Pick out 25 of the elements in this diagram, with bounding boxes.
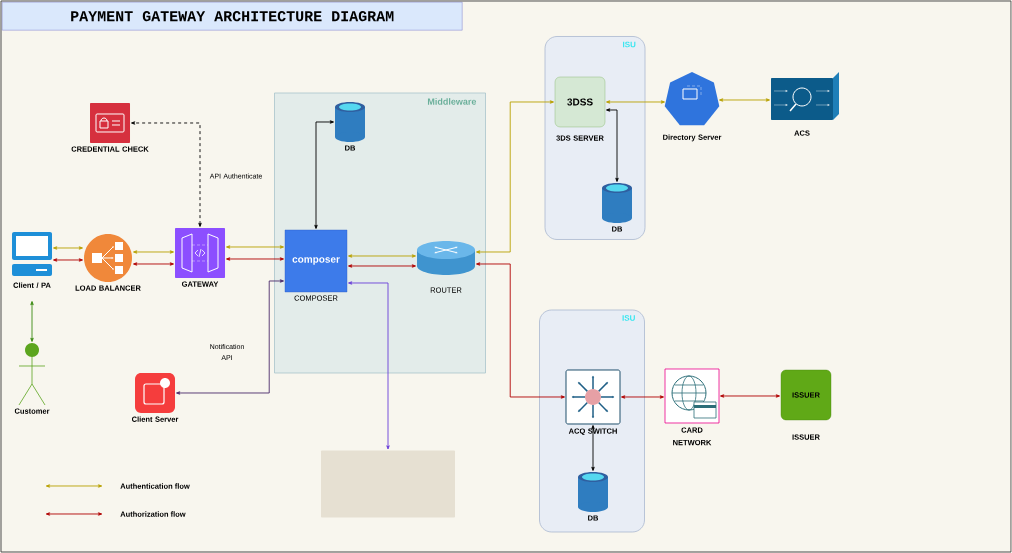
arrow bbox=[133, 250, 174, 254]
arrow bbox=[53, 258, 83, 262]
arrow bbox=[719, 98, 770, 102]
arrow bbox=[226, 245, 284, 249]
title-box: PAYMENT GATEWAY ARCHITECTURE DIAGRAM bbox=[2, 2, 463, 31]
arrow bbox=[606, 108, 619, 182]
arrow bbox=[348, 264, 416, 268]
arrow bbox=[226, 257, 284, 261]
arrow bbox=[606, 100, 665, 104]
arrow bbox=[30, 301, 34, 342]
arrow bbox=[176, 279, 284, 395]
arrow bbox=[621, 395, 664, 399]
arrow bbox=[720, 394, 780, 398]
arrow bbox=[476, 262, 565, 399]
arrow bbox=[591, 425, 595, 471]
arrow bbox=[348, 281, 390, 450]
arrow bbox=[348, 254, 416, 258]
composer-box: composer bbox=[284, 229, 348, 293]
arrow bbox=[314, 120, 334, 229]
image-panel bbox=[321, 450, 455, 518]
arrow bbox=[53, 246, 83, 250]
arrow bbox=[133, 262, 174, 266]
arrow bbox=[476, 100, 554, 254]
server-box: 3DSS bbox=[554, 76, 606, 128]
arrow bbox=[131, 121, 202, 227]
